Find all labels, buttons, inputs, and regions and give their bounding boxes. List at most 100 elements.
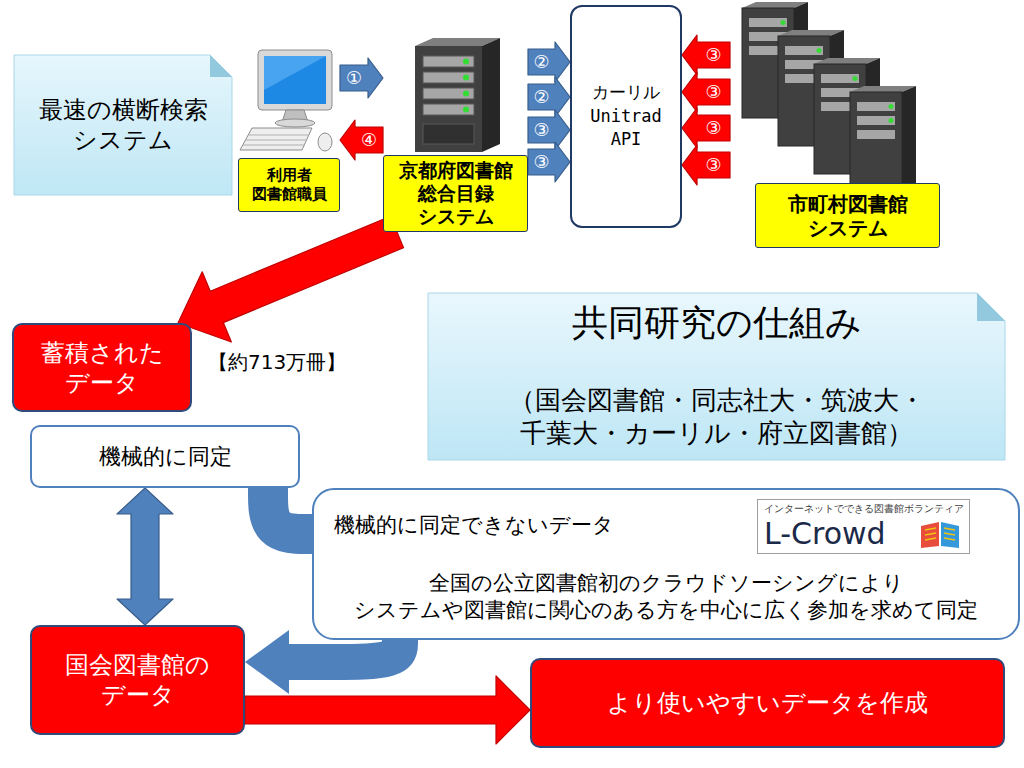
server-icon-part [463, 91, 469, 97]
flow-arrow [117, 488, 173, 625]
node-text: 全国の公立図書館初のクラウドソーシングにより システムや図書館に関心のある方を中… [353, 570, 979, 623]
block-arrow [682, 35, 730, 75]
heading-text: 機械的に同定できないデータ [334, 512, 616, 538]
callout-number: ③ [704, 155, 722, 175]
label-plate: 市町村図書館 システム [755, 183, 940, 248]
flow-arrow [340, 58, 383, 98]
node-text: カーリル Unitrad API [589, 81, 663, 152]
note-box: 最速の横断検索 システム [14, 55, 232, 195]
node-text: 京都府図書館 総合目録 システム [398, 159, 514, 227]
server-icon-part [482, 38, 500, 152]
terminal-node: 利用者 図書館職員 [238, 40, 340, 212]
block-arrow [682, 108, 730, 148]
logo-box: インターネットでできる図書館ボランティア L-Crowd [757, 499, 970, 554]
node-text: 国会図書館の データ [64, 650, 211, 710]
pc-icon-part [243, 135, 309, 145]
flow-arrow [682, 72, 730, 112]
book-icon [919, 518, 963, 548]
block-arrow [340, 120, 383, 160]
pc-icon [240, 50, 332, 151]
callout-number: ③ [532, 152, 550, 172]
callout-number: ③ [704, 45, 722, 65]
server-group-node: 市町村図書館 システム [730, 5, 940, 248]
api-box: カーリル Unitrad API [570, 5, 682, 228]
callout-number: ③ [704, 82, 722, 102]
note-box: 共同研究の仕組み （国会図書館・同志社大・筑波大・ 千葉大・カーリル・府立図書館） [428, 293, 1005, 460]
node-text: 蓄積された データ [40, 338, 165, 398]
book-page [941, 522, 959, 548]
pc-icon-part [275, 119, 315, 127]
callout-number: ③ [704, 118, 722, 138]
callout-number: ② [532, 52, 550, 72]
server-icon-part [423, 56, 474, 67]
callout-number: ① [345, 68, 363, 88]
flow-arrow [528, 42, 570, 82]
server-icon-part [463, 107, 469, 113]
server-icon-part [463, 59, 469, 65]
flow-arrow [528, 110, 570, 150]
server-stack-icon-part [857, 116, 895, 125]
pc-icon-part [318, 133, 332, 151]
label-plate: 京都府図書館 総合目録 システム [383, 155, 528, 232]
block-arrow [528, 110, 570, 150]
heading-text: 共同研究の仕組み [571, 301, 863, 344]
logo-text: L-Crowd [764, 517, 888, 550]
node-text: （国会図書館・同志社大・筑波大・ 千葉大・カーリル・府立図書館） [508, 384, 926, 449]
note-fold [977, 293, 1005, 321]
server-stack-icon-part [857, 130, 895, 139]
arrow-head [245, 630, 289, 694]
node-text: 機械的に同定 [98, 443, 233, 471]
server-stack-icon-part [857, 102, 895, 111]
note-body [428, 293, 1005, 460]
data-box: 国会図書館の データ [30, 625, 245, 735]
flow-arrow [682, 145, 730, 185]
server-stack-icon-part [821, 74, 859, 83]
flow-arrow [245, 676, 530, 744]
block-arrow [682, 72, 730, 112]
server-stack-icon-part [749, 18, 787, 27]
annotation-text: 【約713万冊】 [208, 350, 346, 375]
pc-icon-part [264, 56, 326, 104]
pc-icon-part [258, 50, 332, 110]
flow-arrow [528, 77, 570, 117]
note-shape [14, 55, 232, 195]
server-icon [415, 38, 500, 152]
server-node: 京都府図書館 総合目録 システム [383, 38, 528, 232]
arrow-band [268, 488, 312, 534]
server-stack-icon-part [785, 46, 823, 55]
block-arrow [528, 142, 570, 182]
block-arrow [528, 42, 570, 82]
flow-arrow [178, 216, 404, 342]
node-text: 市町村図書館 システム [787, 192, 909, 240]
note-fold [210, 55, 232, 77]
flow-arrow [268, 488, 312, 534]
server-icon-part [423, 104, 474, 115]
server-stack-icon-part [889, 104, 894, 109]
pc-icon-part [264, 56, 326, 90]
data-box: 蓄積された データ [12, 323, 192, 412]
server-stack-icon-part [889, 118, 894, 123]
server-stack-icon [742, 2, 916, 202]
pc-icon-part [240, 128, 312, 150]
block-arrow [682, 145, 730, 185]
server-icon-part [415, 46, 482, 152]
block-arrow [528, 77, 570, 117]
node-text: インターネットでできる図書館ボランティア [764, 503, 966, 515]
node-text: 最速の横断検索 システム [38, 95, 209, 155]
label-plate: 利用者 図書館職員 [238, 158, 340, 212]
server-icon-part [423, 124, 474, 144]
callout-box: インターネットでできる図書館ボランティア L-Crowd 機械的に同定できないデータ… [312, 488, 1020, 640]
arrow-band [289, 640, 400, 662]
server-stack-icon-part [781, 20, 786, 25]
block-arrow [117, 488, 173, 625]
server-icon-part [423, 88, 474, 99]
server-icon-part [423, 72, 474, 83]
callout-number: ④ [360, 130, 378, 150]
book-page [921, 522, 939, 548]
node-text: より使いやすいデータを作成 [606, 688, 929, 718]
flow-arrow [682, 35, 730, 75]
flow-arrow [682, 108, 730, 148]
book-lines [925, 528, 955, 540]
callout-number: ② [532, 87, 550, 107]
